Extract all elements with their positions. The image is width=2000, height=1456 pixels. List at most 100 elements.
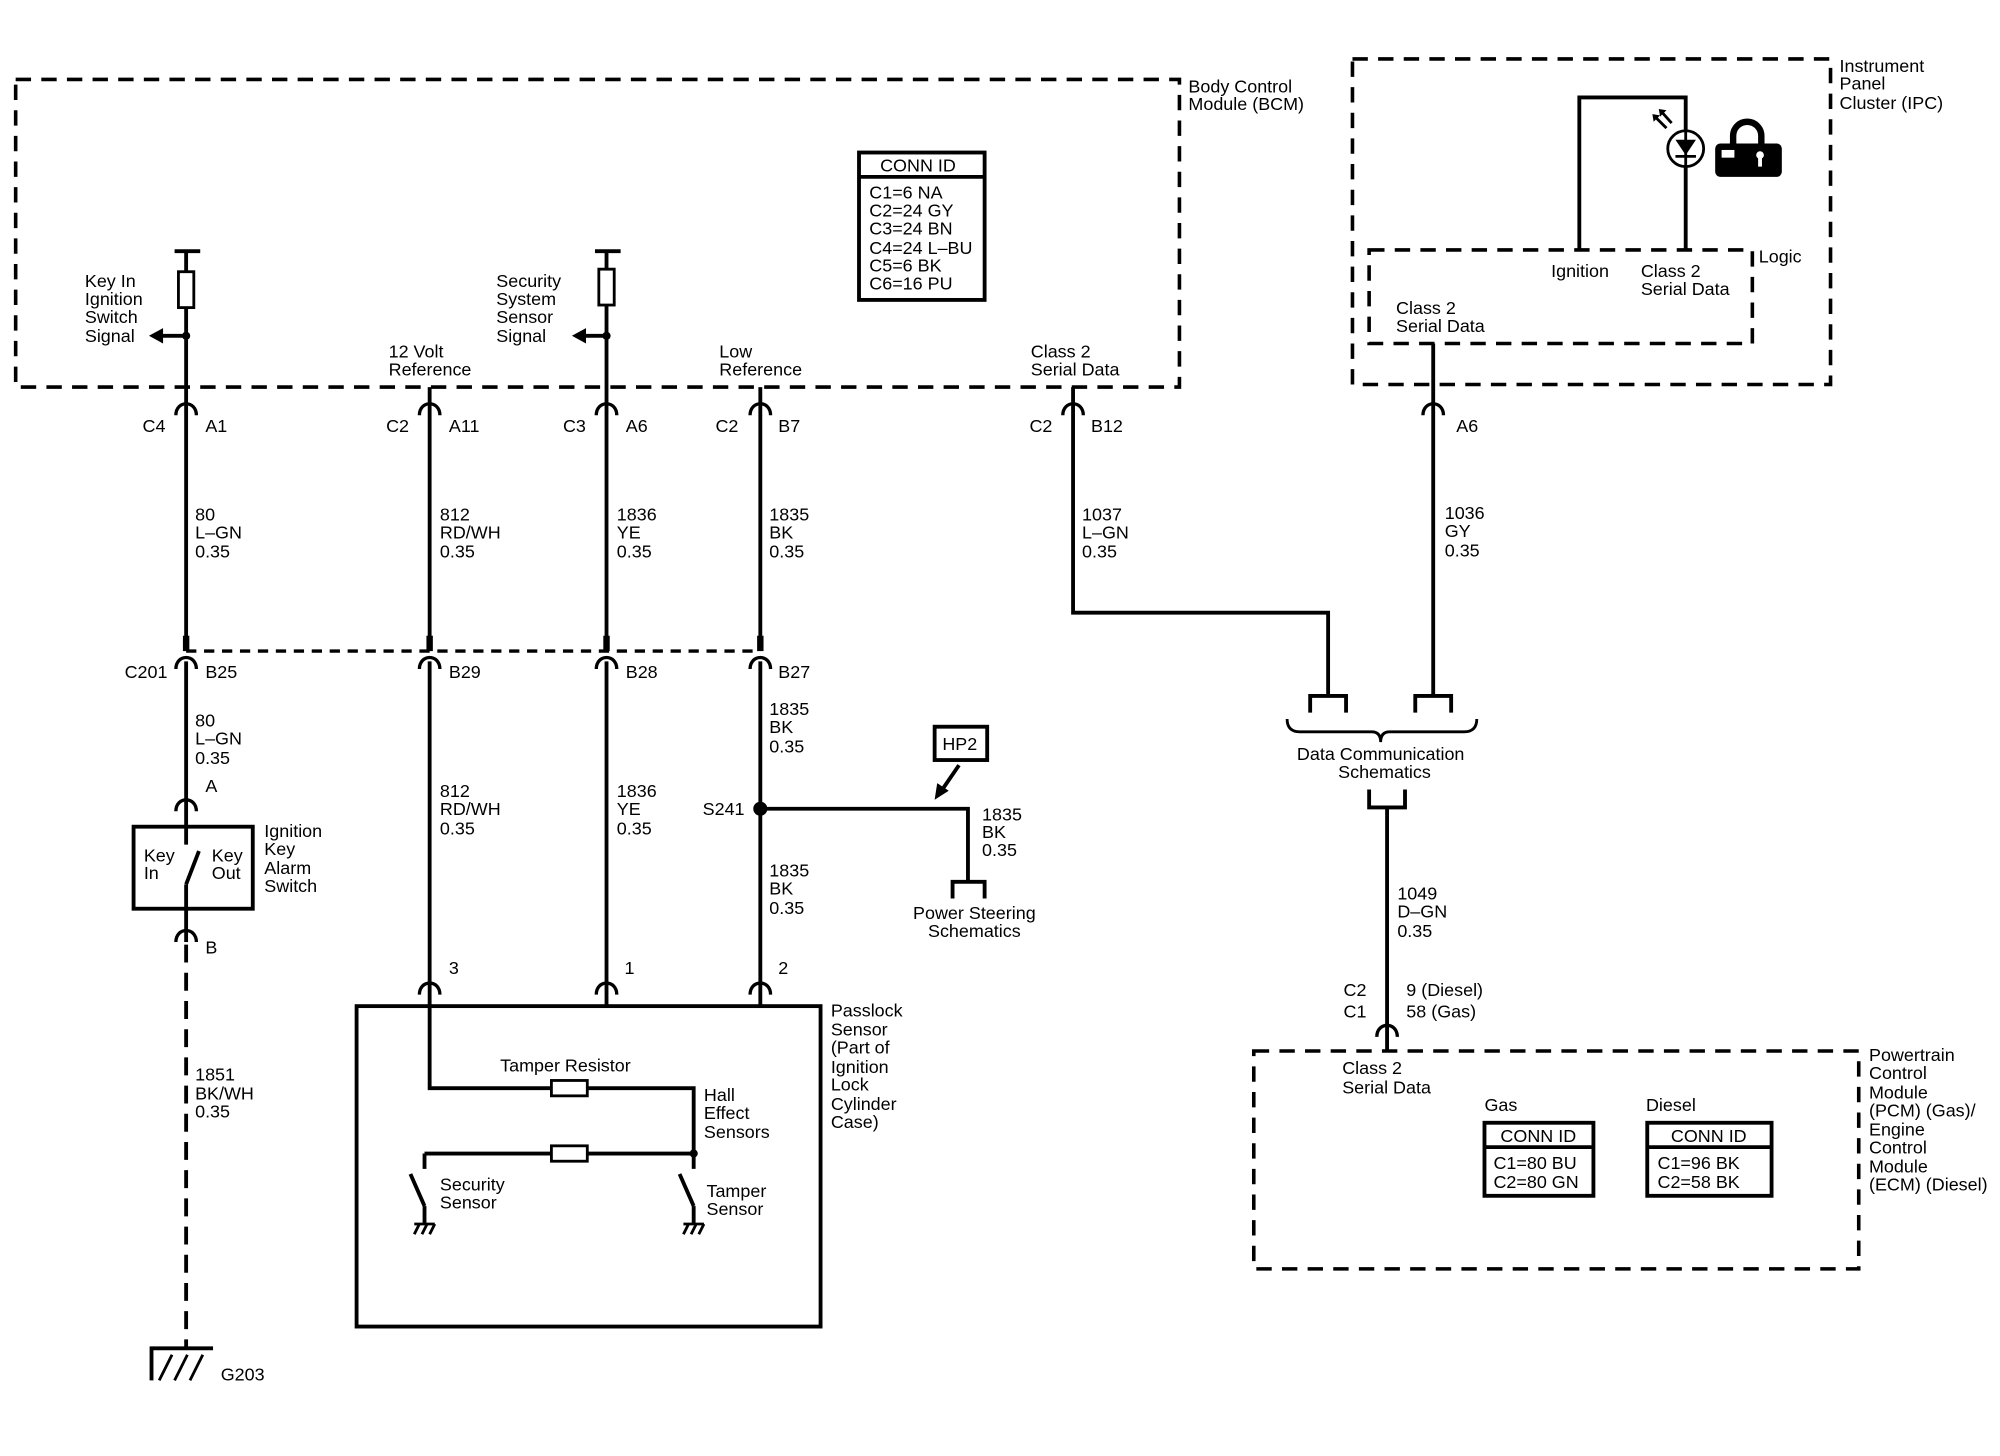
serial-data-label: Serial Data	[1641, 279, 1730, 299]
pin-label: B27	[778, 662, 810, 682]
wire-gauge: 0.35	[1397, 921, 1432, 941]
wire-gauge: 0.35	[440, 818, 475, 838]
connector-label: C1	[1343, 1002, 1366, 1022]
lower-wiring: 80 L–GN 0.35 812 RD/WH 0.35 1836 YE 0.35…	[184, 661, 809, 1007]
connector-label: C201	[125, 662, 168, 682]
security-sensor-label: Security	[440, 1175, 505, 1195]
wire-circuit-number: 1037	[1082, 504, 1122, 524]
wire-color: BK	[982, 822, 1006, 842]
wire-gauge: 0.35	[617, 818, 652, 838]
security-signal-label: Security	[496, 271, 561, 291]
reference-arrow-icon	[934, 783, 949, 800]
bcm-conn-id-table: CONN ID C1=6 NA C2=24 GY C3=24 BN C4=24 …	[857, 150, 987, 302]
pin-label: 9 (Diesel)	[1406, 980, 1483, 1000]
ground-icon	[413, 1222, 437, 1235]
passlock-sensor-title: Sensor	[831, 1020, 888, 1040]
brace-icon	[1285, 718, 1479, 743]
led-icon	[1652, 108, 1706, 169]
power-steering-reference: Schematics	[928, 921, 1021, 941]
volt-reference-label: Reference	[389, 360, 472, 380]
wire-color: YE	[617, 522, 641, 542]
low-reference-label: Low	[719, 342, 752, 362]
bcm-serial-data-circuit: Class 2 Serial Data C2 B12	[1029, 342, 1331, 696]
wire-circuit-number: 1851	[195, 1064, 235, 1084]
bcm-title: Module (BCM)	[1188, 94, 1304, 114]
passlock-sensor: 3 1 2 Tamper R	[354, 958, 903, 1329]
conn-id-row: C1=96 BK	[1658, 1153, 1740, 1173]
ground-label: G203	[221, 1364, 265, 1384]
security-sensor-label: Sensor	[440, 1193, 497, 1213]
wire-color: RD/WH	[440, 799, 501, 819]
instrument-panel-cluster: Instrument Panel Cluster (IPC) Logic Ign…	[1350, 56, 1944, 696]
wire-circuit-number: 1049	[1397, 884, 1437, 904]
tamper-resistor-label: Tamper Resistor	[500, 1055, 631, 1075]
connector-label: C2	[1029, 416, 1052, 436]
passlock-sensor-title: Ignition	[831, 1057, 889, 1077]
volt-reference-label: 12 Volt	[389, 342, 444, 362]
security-lock-icon	[1715, 118, 1782, 177]
security-sensor-switch-icon	[408, 1153, 427, 1225]
switch-title: Switch	[264, 876, 317, 896]
powertrain-control-module: Powertrain Control Module (PCM) (Gas)/ E…	[1251, 1045, 1988, 1271]
wire-circuit-number: 1835	[769, 699, 809, 719]
wire-circuit-number: 1836	[617, 781, 657, 801]
pcm-title: Module	[1869, 1082, 1928, 1102]
connector-label: C2	[1343, 980, 1366, 1000]
ground-g203: 1851 BK/WH 0.35 G203	[149, 944, 265, 1384]
connector-label: C2	[386, 416, 409, 436]
schematic-reference-connector-icon	[1413, 694, 1454, 713]
wire-gauge: 0.35	[769, 542, 804, 562]
data-communication-reference: Data Communication Schematics 1049 D–GN …	[1285, 694, 1483, 1051]
pin-label: A6	[1456, 416, 1478, 436]
conn-id-row: C4=24 L–BU	[869, 238, 972, 258]
reference-arrow	[940, 764, 961, 791]
serial-data-label: Class 2	[1031, 342, 1091, 362]
bcm-boundary	[13, 77, 1182, 389]
signal-arrow-icon	[148, 328, 164, 344]
wire-labels-upper: 80 L–GN 0.35 812 RD/WH 0.35 1836 YE 0.35…	[195, 503, 1485, 561]
passlock-sensor-title: Cylinder	[831, 1094, 897, 1114]
signal-arrow-icon	[571, 328, 587, 344]
wire-circuit-number: 80	[195, 711, 215, 731]
conn-id-row: C6=16 PU	[869, 274, 952, 294]
wire-color: GY	[1445, 521, 1471, 541]
conn-id-header: CONN ID	[1671, 1126, 1747, 1146]
conn-id-header: CONN ID	[1500, 1126, 1576, 1146]
connector-pin-icon	[757, 635, 764, 652]
passlock-sensor-body	[354, 1004, 823, 1329]
pcm-title: Module	[1869, 1157, 1928, 1177]
key-in-signal-label: Signal	[85, 326, 135, 346]
diesel-conn-id-table: CONN ID C1=96 BK C2=58 BK	[1645, 1120, 1774, 1198]
wire-color: BK	[769, 522, 793, 542]
conn-id-row: C5=6 BK	[869, 256, 941, 276]
security-signal-label: System	[496, 289, 556, 309]
hall-effect-label: Sensors	[704, 1122, 770, 1142]
ipc-logic-boundary	[1367, 248, 1755, 346]
wire-circuit-number: 1835	[769, 861, 809, 881]
key-in-signal-circuit: Key In Ignition Switch Signal C4 A1	[85, 249, 227, 641]
key-in-position-label: In	[144, 863, 159, 883]
pin-label: B12	[1091, 416, 1123, 436]
ipc-title: Panel	[1840, 74, 1886, 94]
wire-color: L–GN	[195, 522, 242, 542]
pin-label: A1	[205, 416, 227, 436]
serial-data-label: Class 2	[1641, 261, 1701, 281]
wire-gauge: 0.35	[617, 542, 652, 562]
serial-data-label: Serial Data	[1396, 316, 1485, 336]
conn-id-row: C2=80 GN	[1493, 1172, 1578, 1192]
connector-label: C4	[143, 416, 166, 436]
pin-label: A6	[626, 416, 648, 436]
wire-gauge: 0.35	[1082, 542, 1117, 562]
pin-label: B29	[449, 662, 481, 682]
ipc-title: Cluster (IPC)	[1840, 93, 1944, 113]
security-signal-circuit: Security System Sensor Signal C3 A6	[496, 249, 648, 641]
wire-color: D–GN	[1397, 902, 1447, 922]
pcm-title: Control	[1869, 1063, 1927, 1083]
low-reference-circuit: Low Reference C2 B7	[715, 342, 802, 641]
splice-label: S241	[703, 799, 745, 819]
conn-id-header: CONN ID	[880, 156, 956, 176]
pin-label: 58 (Gas)	[1406, 1002, 1476, 1022]
logic-label: Logic	[1759, 247, 1802, 267]
tamper-sensor-label: Tamper	[706, 1181, 766, 1201]
